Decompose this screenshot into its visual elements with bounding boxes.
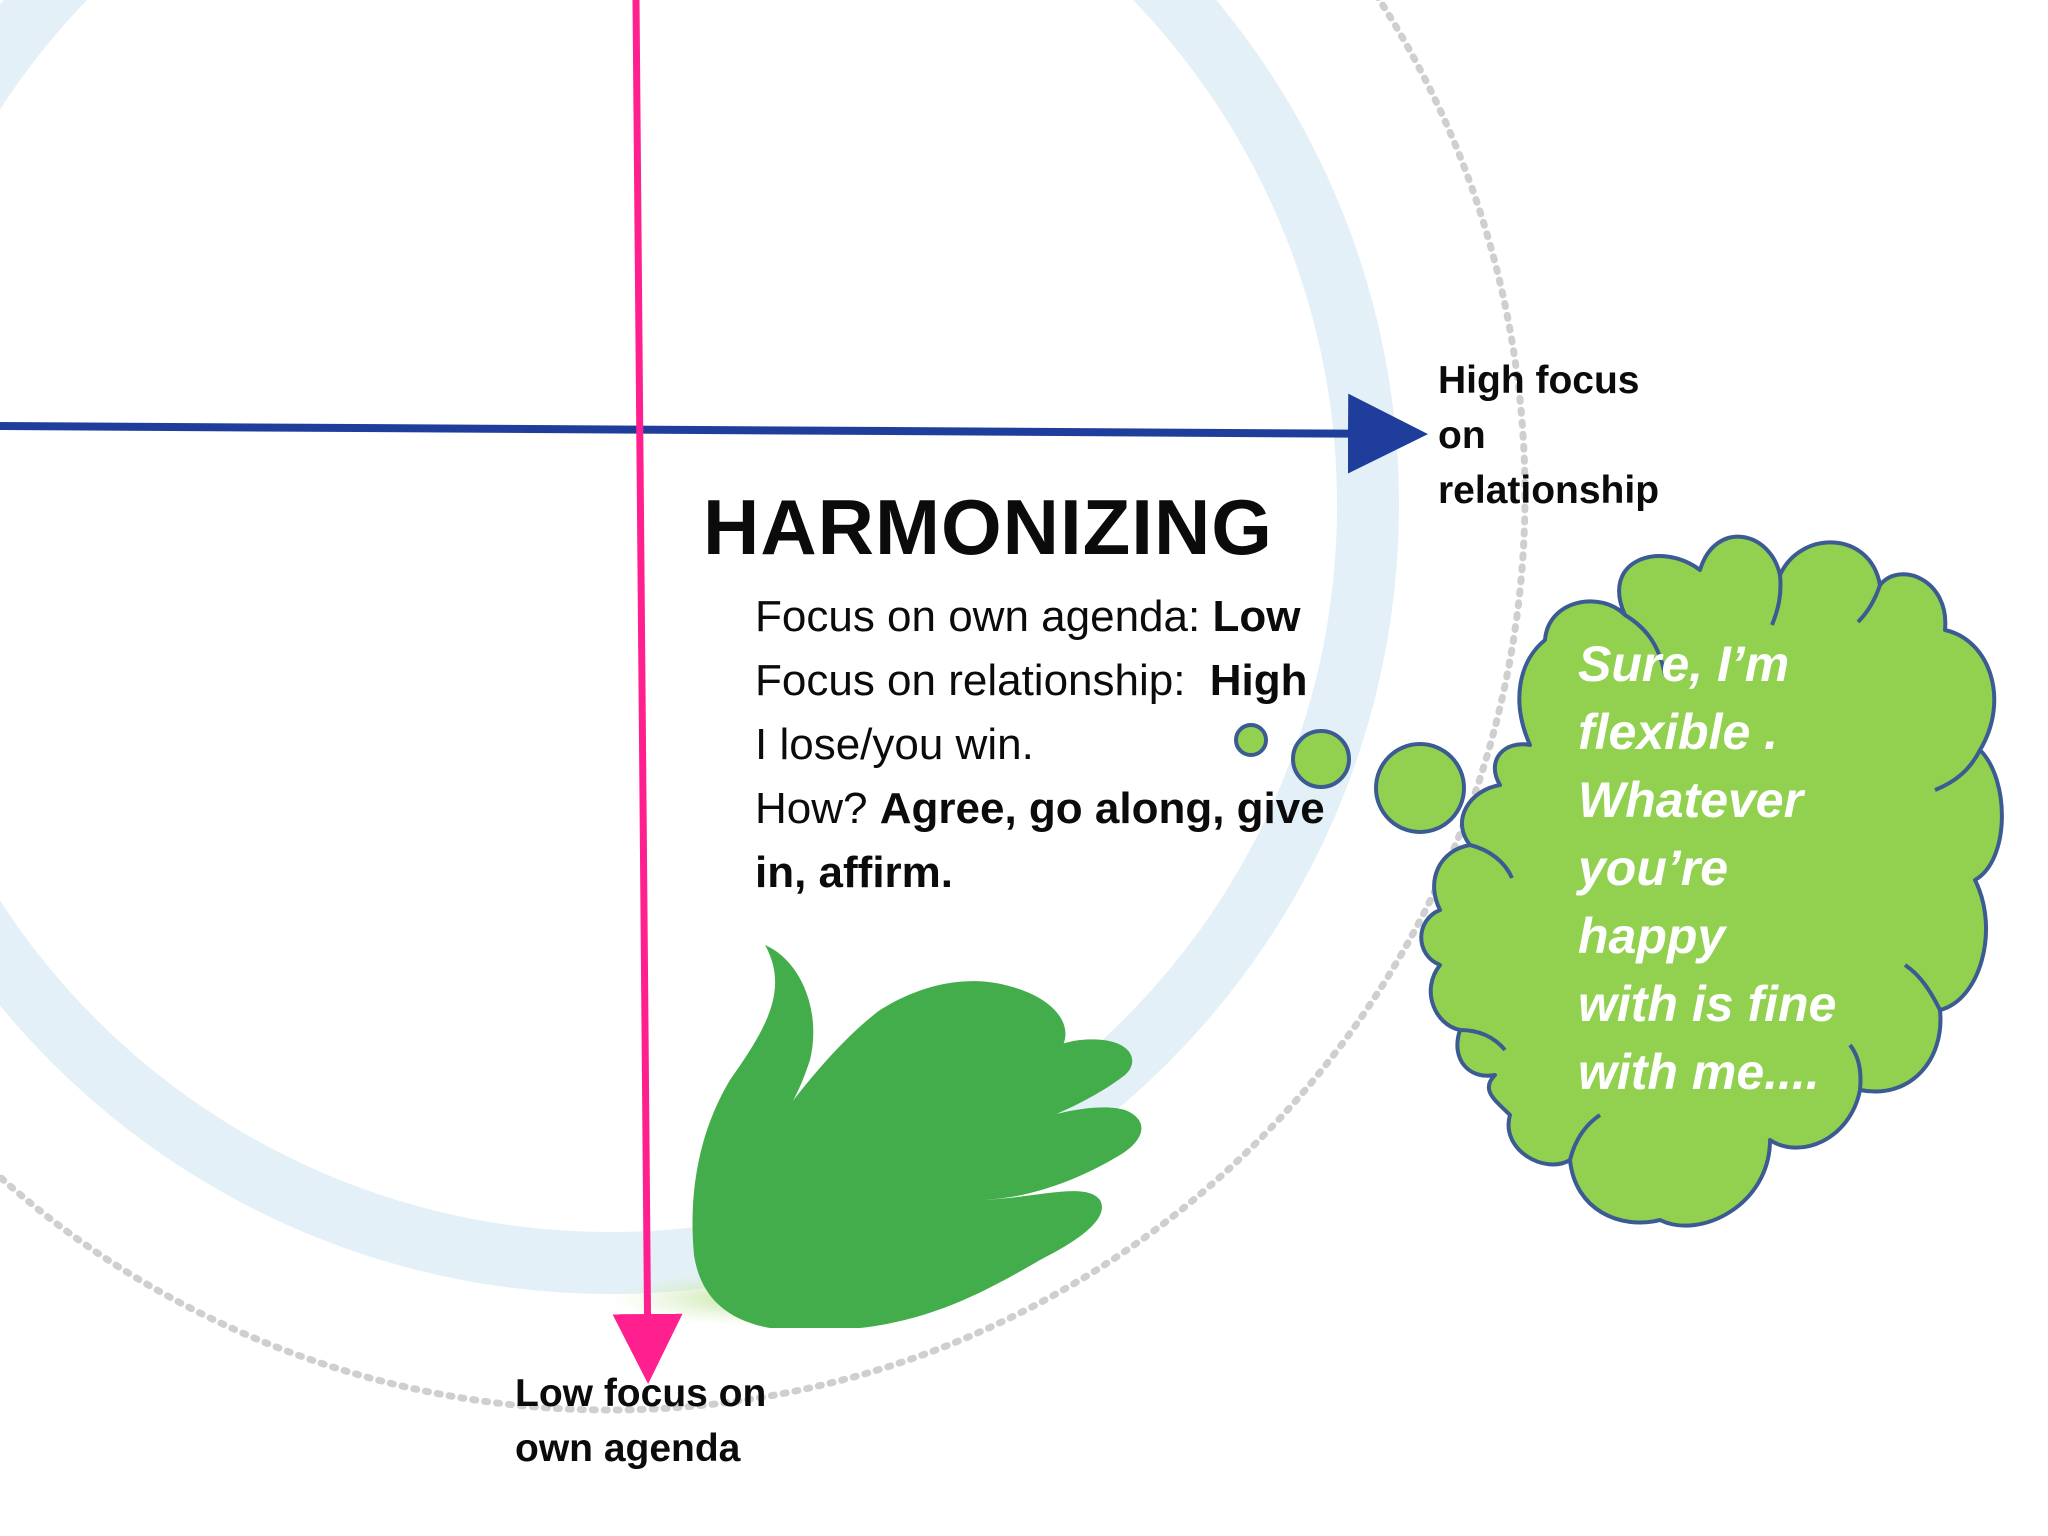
horizontal-axis-arrow — [0, 393, 1428, 474]
thought-dot-medium — [1291, 729, 1351, 789]
relationship-line: Focus on relationship: High — [755, 649, 1365, 713]
how-line: How? Agree, go along, give in, affirm. — [755, 777, 1365, 905]
relationship-value: High — [1209, 656, 1308, 705]
how-value: Agree, go along, give in, affirm. — [755, 784, 1325, 897]
relationship-label: Focus on relationship: — [755, 656, 1186, 705]
thought-bubble-text: Sure, I’m flexible . Whatever you’re hap… — [1578, 630, 1878, 1106]
horizontal-axis-label-line-3: relationship — [1438, 469, 1660, 512]
thought-bubble — [1419, 534, 2004, 1228]
horizontal-axis-label: High focus on relationship — [1438, 353, 1659, 518]
outcome-line: I lose/you win. — [755, 720, 1034, 769]
vertical-axis-label-line-1: Low focus on — [515, 1372, 767, 1415]
vertical-axis-arrow — [612, 0, 683, 1384]
agenda-line: Focus on own agenda: Low — [755, 585, 1365, 649]
thought-dot-large — [1374, 742, 1466, 834]
background-ring — [0, 0, 1399, 1294]
dotted-outer-ring — [0, 0, 1529, 1414]
thought-dot-small — [1234, 723, 1268, 757]
horizontal-axis-label-line-2: on — [1438, 414, 1486, 457]
thought-line-1: Sure, I’m — [1578, 636, 1790, 692]
thought-line-3: Whatever — [1578, 772, 1804, 828]
horizontal-axis-label-line-1: High focus — [1438, 359, 1640, 402]
how-label: How? — [755, 784, 868, 833]
thought-line-5: happy — [1578, 908, 1726, 964]
agenda-value: Low — [1212, 592, 1301, 641]
diagram-title: HARMONIZING — [703, 483, 1273, 571]
thought-line-6: with is fine — [1578, 976, 1837, 1032]
agenda-label: Focus on own agenda: — [755, 592, 1201, 641]
hand-icon — [692, 945, 1142, 1328]
thought-line-7: with me.... — [1578, 1044, 1820, 1100]
thought-line-4: you’re — [1578, 840, 1729, 896]
vertical-axis-label-line-2: own agenda — [515, 1427, 741, 1470]
thought-line-2: flexible . — [1578, 704, 1779, 760]
harmonizing-details: Focus on own agenda: Low Focus on relati… — [755, 585, 1365, 905]
vertical-axis-label: Low focus on own agenda — [515, 1366, 766, 1476]
